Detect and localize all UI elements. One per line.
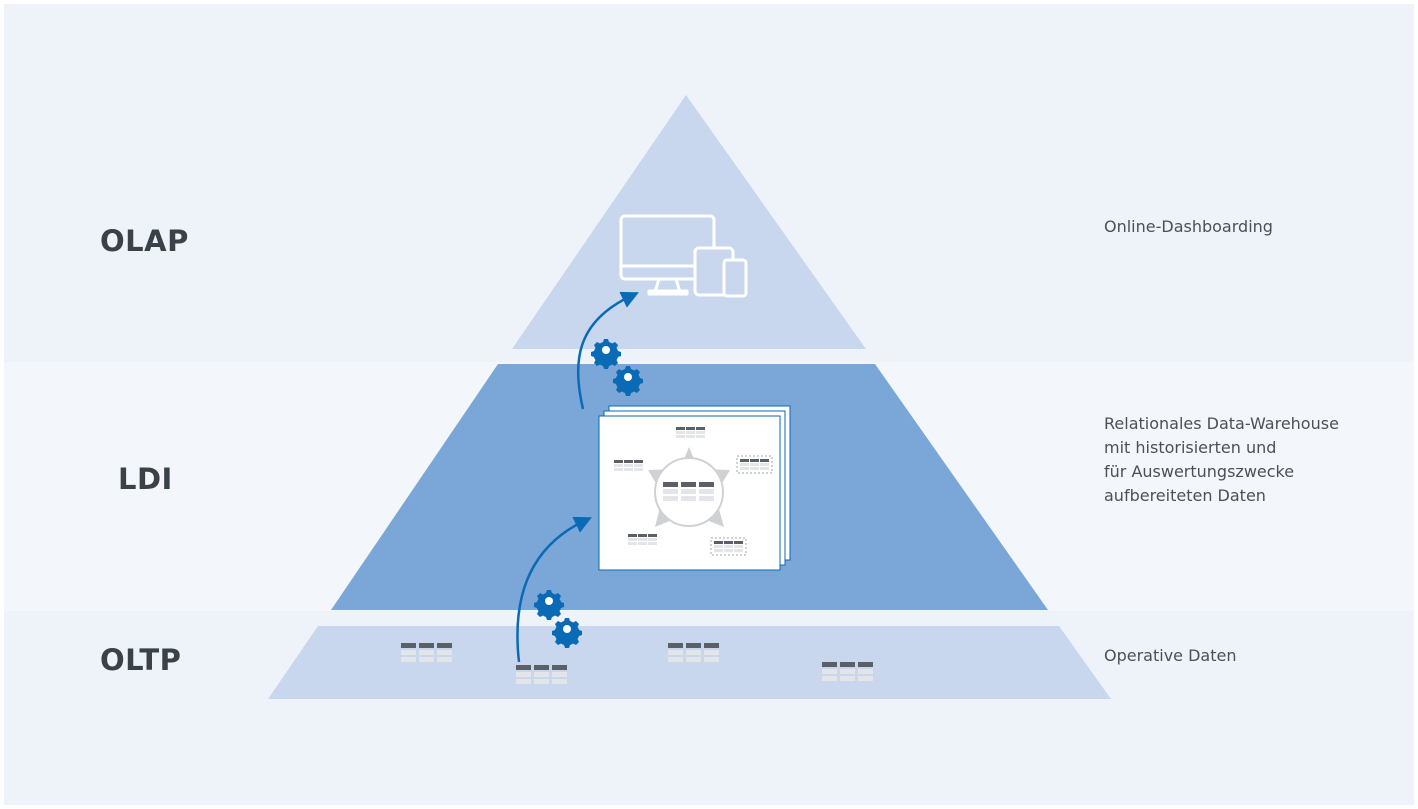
ldi-to-olap-arrow xyxy=(576,291,639,410)
ldi-description-line: Relationales Data-Warehouse xyxy=(1104,414,1339,433)
oltp-table-2 xyxy=(516,665,567,684)
devices-icon xyxy=(619,214,748,298)
gear-icon xyxy=(534,590,564,620)
ldi-description-line: aufbereiteten Daten xyxy=(1104,486,1266,505)
olap-description-line: Online-Dashboarding xyxy=(1104,217,1273,236)
gear-icon xyxy=(613,366,643,396)
oltp-description-line: Operative Daten xyxy=(1104,646,1237,665)
oltp-table-3 xyxy=(668,643,719,662)
ldi-description: Relationales Data-Warehouse mit historis… xyxy=(1104,412,1339,508)
oltp-table-1 xyxy=(401,643,452,662)
ldi-description-line: für Auswertungszwecke xyxy=(1104,462,1295,481)
gear-icon xyxy=(552,618,582,648)
gear-icon xyxy=(591,339,621,369)
oltp-layer-shape xyxy=(268,626,1111,699)
oltp-label: OLTP xyxy=(100,643,182,677)
ldi-label: LDI xyxy=(118,462,173,496)
oltp-table-4 xyxy=(822,662,873,681)
oltp-description: Operative Daten xyxy=(1104,644,1236,668)
star-schema-icon xyxy=(598,405,791,571)
olap-description: Online-Dashboarding xyxy=(1104,215,1273,239)
olap-layer-shape xyxy=(512,95,866,349)
oltp-to-ldi-arrow xyxy=(516,516,592,663)
ldi-description-line: mit historisierten und xyxy=(1104,438,1277,457)
olap-label: OLAP xyxy=(100,224,189,258)
